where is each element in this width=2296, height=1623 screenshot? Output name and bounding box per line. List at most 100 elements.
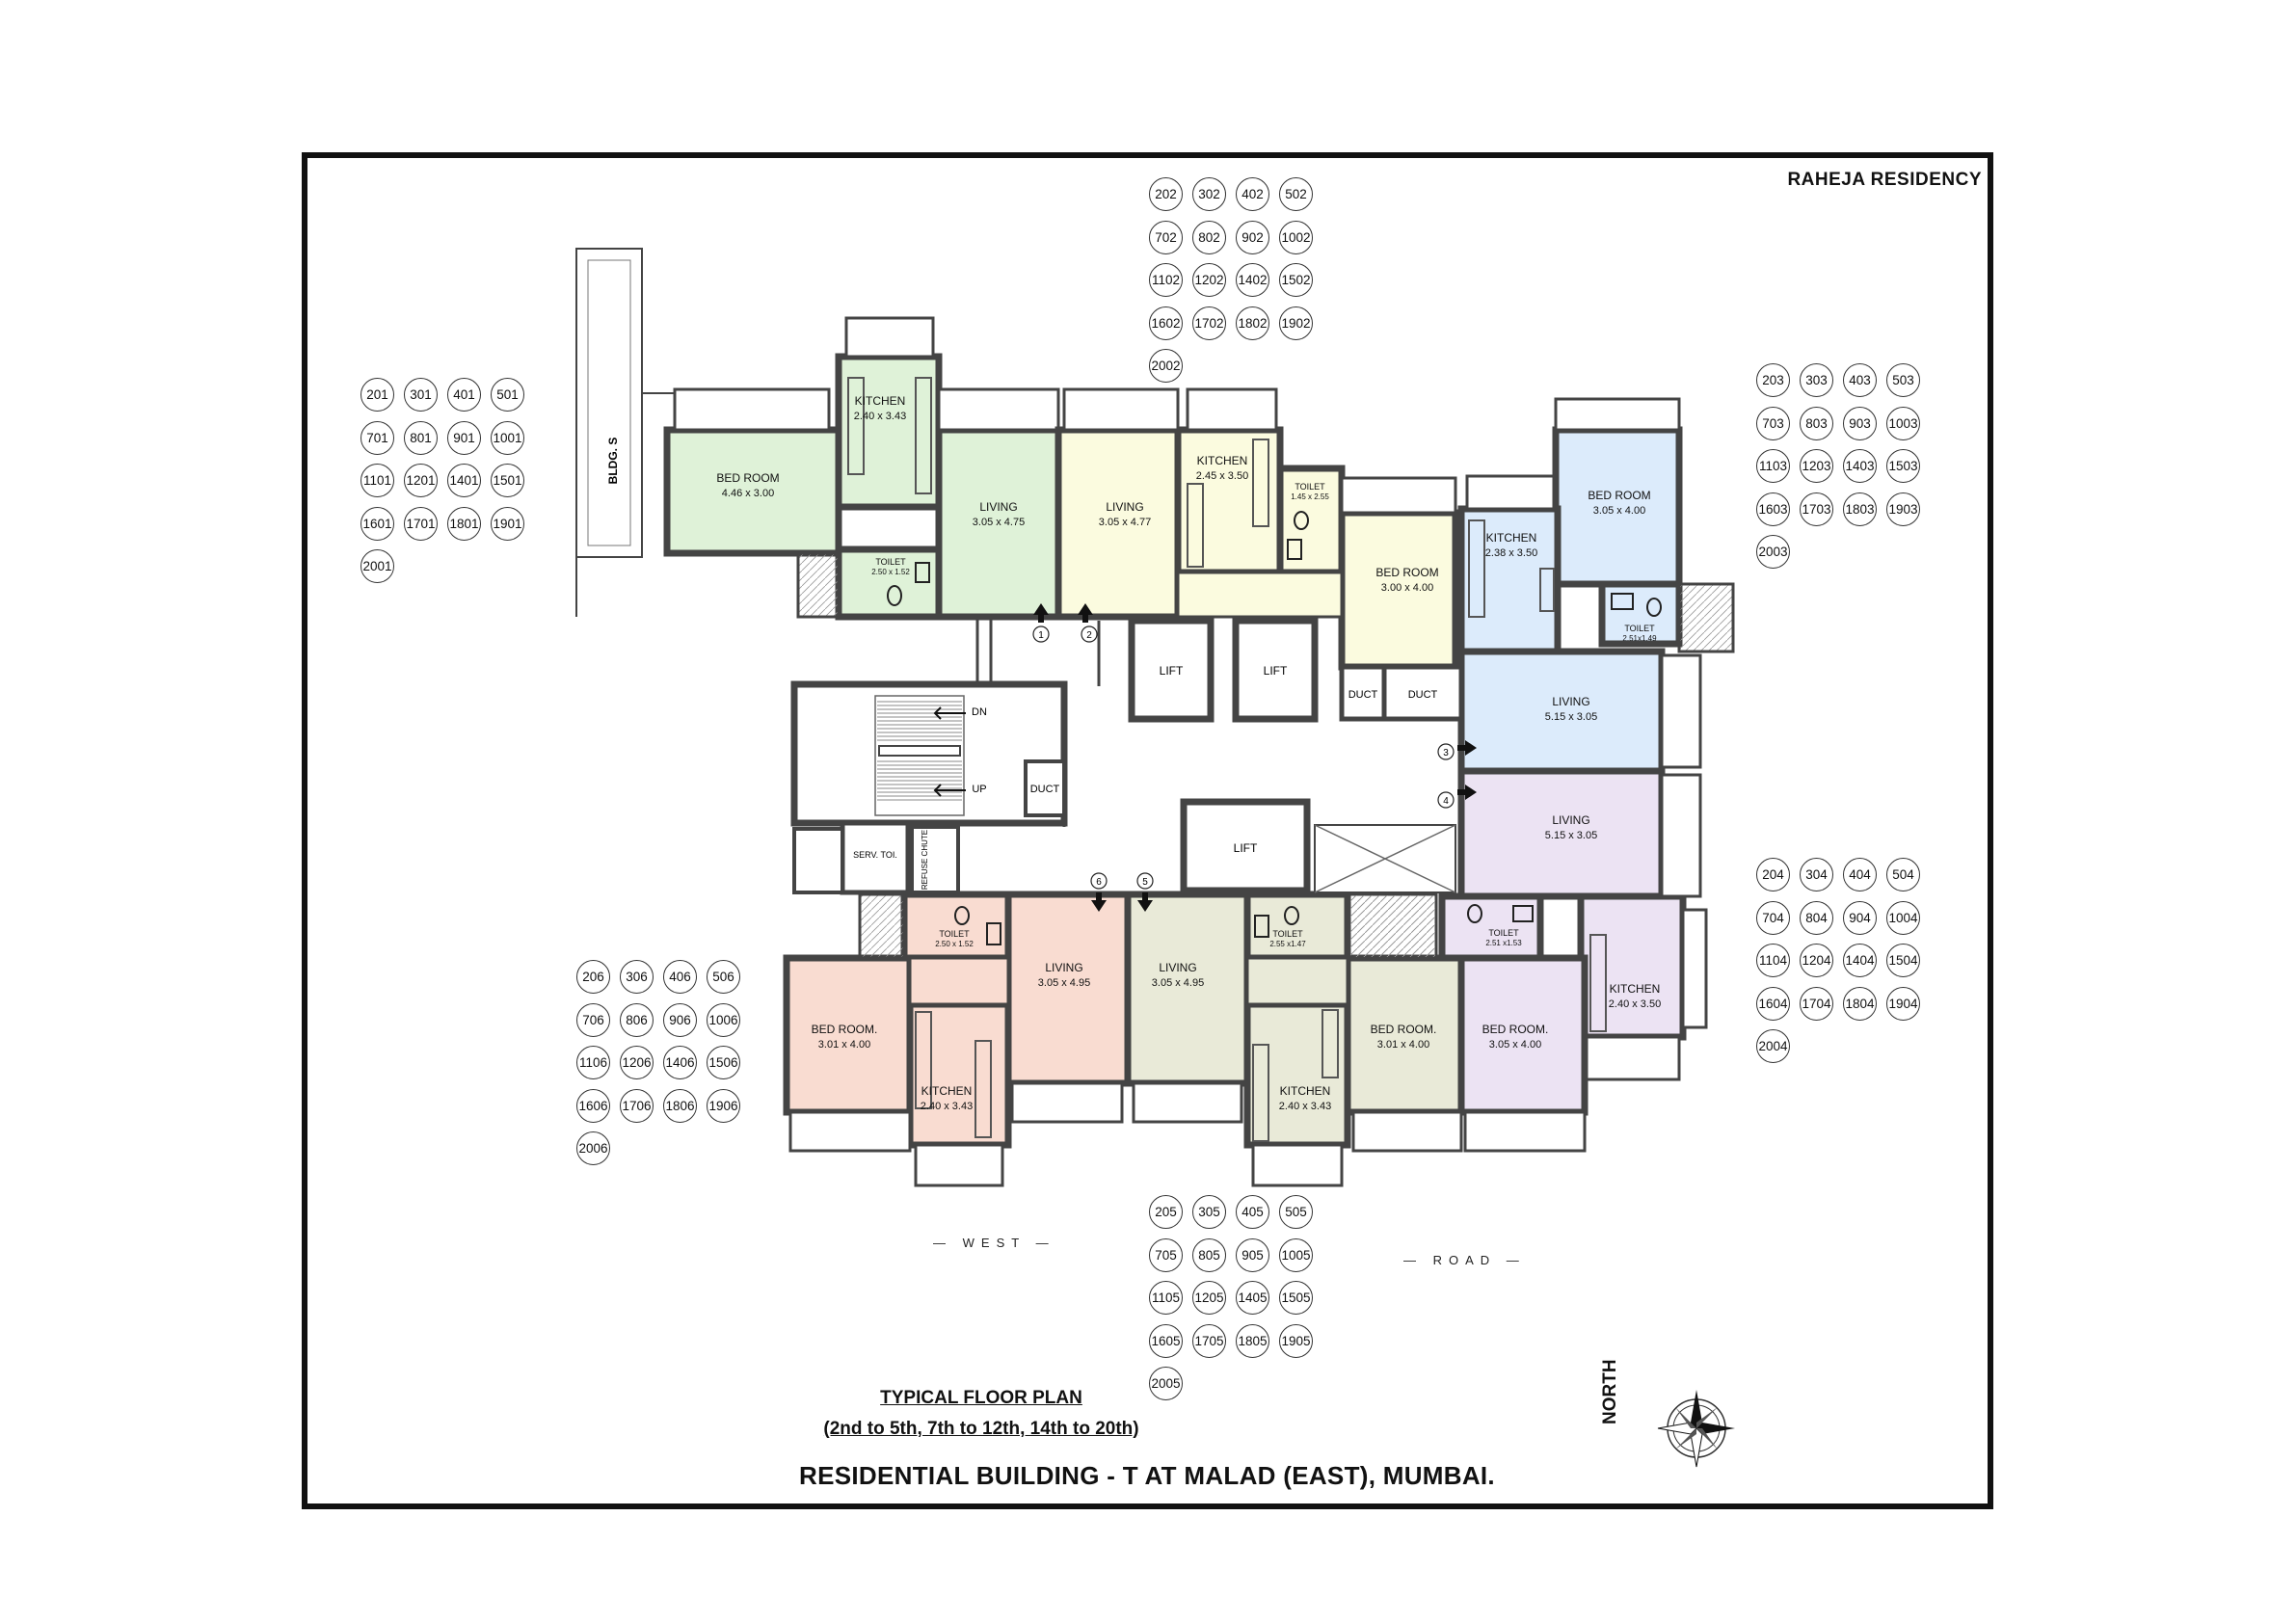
room-size: 2.40 x 3.43 [1279,1101,1331,1112]
unit-number: 1106 [576,1046,610,1079]
flat-4-kitchen [1577,892,1687,1041]
flat-4 [1438,767,1708,1153]
unit-number: 802 [1192,220,1226,254]
unit-number: 1204 [1800,944,1833,977]
entrance-number-circle [1437,743,1455,760]
room-name: TOILET [939,929,970,939]
room-name: KITCHEN [855,394,906,408]
unit-number: 501 [491,378,524,412]
room-size: 2.40 x 3.43 [921,1101,973,1112]
unit-number: 801 [404,420,438,455]
room-name: LIVING [1552,695,1589,708]
unit-number: 1402 [1236,263,1269,297]
room-name: KITCHEN [1280,1084,1331,1098]
north-label: NORTH [1600,1359,1620,1424]
unit-number: 705 [1149,1237,1183,1272]
room-size: 3.05 x 4.00 [1593,505,1645,517]
room-size: 2.55 x1.47 [1269,940,1306,948]
unit-number: 2006 [576,1131,610,1165]
room-name: BED ROOM [716,471,779,485]
flat-6 [783,891,1132,1187]
room-size: 2.50 x 1.52 [935,940,974,948]
unit-number: 505 [1279,1195,1313,1229]
unit-number: 2001 [360,549,394,583]
unit-number: 1903 [1886,492,1920,526]
unit-number: 904 [1843,900,1877,935]
room-name: BED ROOM [1375,566,1438,579]
flat-2 [1055,387,1459,671]
unit-number: 1605 [1149,1323,1183,1358]
entrance-arrow-icon [1457,785,1477,800]
lift-3-label: LIFT [1234,841,1258,855]
unit-number: 706 [576,1002,610,1037]
unit-number: 1501 [491,464,524,497]
room-size: 1.45 x 2.55 [1291,492,1329,501]
room-size: 4.46 x 3.00 [722,488,774,499]
unit-number: 905 [1236,1237,1269,1272]
unit-number: 1005 [1279,1237,1313,1272]
unit-number: 1801 [447,506,481,541]
unit-number: 1205 [1192,1281,1226,1315]
entrance-number-circle [1090,872,1108,890]
unit-number: 906 [663,1002,697,1037]
flat-6-kitchen [906,1000,1012,1149]
flat-6-living [1004,891,1132,1087]
compass-icon [1657,1390,1735,1468]
drawing-frame [302,152,1993,1509]
unit-number: 202 [1149,177,1183,211]
unit-number: 1804 [1843,986,1877,1021]
flat-1-kitchen [835,353,943,511]
unit-number: 1004 [1886,900,1920,935]
room-name: BED ROOM. [1371,1023,1437,1036]
unit-number: 504 [1886,858,1920,891]
room-size: 2.38 x 3.50 [1485,547,1537,559]
unit-number: 1604 [1756,986,1790,1021]
room-size: 3.01 x 4.00 [818,1039,870,1051]
unit-number: 702 [1149,220,1183,254]
refuse-chute-label: REFUSE CHUTE [921,830,929,890]
unit-number: 1502 [1279,263,1313,297]
entrance-number: 2 [1086,630,1092,641]
building-title: RESIDENTIAL BUILDING - T AT MALAD (EAST)… [799,1461,1495,1490]
room-name: KITCHEN [1197,454,1248,467]
unit-number: 303 [1800,363,1833,397]
flat-3-living [1457,648,1666,775]
unit-number: 1105 [1149,1281,1183,1315]
duct-2 [1381,664,1464,722]
unit-number: 1201 [404,464,438,497]
room-size: 3.05 x 4.95 [1038,977,1090,989]
entrance-number-circle [1081,625,1098,643]
room-size: 5.15 x 3.05 [1545,711,1597,723]
flat-4-bedroom [1457,954,1589,1116]
room-size: 2.40 x 3.50 [1609,998,1661,1010]
adjacent-building: BLDG. S [575,248,675,617]
lift-2 [1232,617,1319,723]
flat-3 [1457,397,1735,775]
unit-number: 403 [1843,363,1877,397]
unit-number: 406 [663,960,697,994]
stair-dn-label: DN [972,706,987,718]
room-size: 3.05 x 4.75 [973,517,1025,528]
unit-number: 1506 [707,1046,740,1079]
unit-number: 1406 [663,1046,697,1079]
entrance-number-circle [1437,791,1455,809]
adjacent-building-label: BLDG. S [606,438,620,485]
unit-number: 803 [1800,406,1833,440]
plan-title: TYPICAL FLOOR PLAN [880,1388,1082,1408]
unit-number: 1206 [620,1046,654,1079]
unit-number: 1704 [1800,986,1833,1021]
unit-number: 1901 [491,506,524,541]
unit-number: 1104 [1756,944,1790,977]
unit-number: 1603 [1756,492,1790,526]
unit-number: 1103 [1756,449,1790,483]
stair-arrows [933,706,966,797]
duct-3-label: DUCT [1030,784,1060,795]
core [790,615,1464,959]
unit-number: 1401 [447,464,481,497]
room-size: 3.05 x 4.00 [1489,1039,1541,1051]
unit-number: 1002 [1279,220,1313,254]
serv-toilet-label: SERV. TOI. [853,850,897,860]
unit-number: 1902 [1279,306,1313,340]
